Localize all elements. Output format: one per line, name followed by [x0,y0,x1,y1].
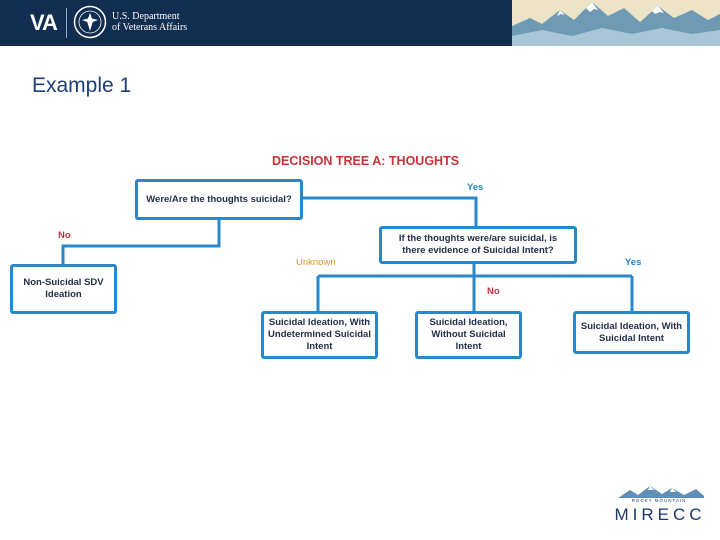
branch-label-yes-right: Yes [625,257,642,268]
node-label: Non-Suicidal SDV Ideation [23,277,104,300]
node-with-intent: Suicidal Ideation, With Suicidal Intent [573,311,690,354]
department-name-line2: of Veterans Affairs [112,22,188,33]
connector-root-no [61,219,221,266]
mirecc-logo-subtitle: ROCKY MOUNTAIN [631,498,687,503]
node-non-suicidal-ideation: Non-Suicidal SDV Ideation [10,264,117,314]
node-undetermined-intent: Suicidal Ideation, With Undetermined Sui… [261,311,378,359]
branch-label-no-left: No [58,230,71,241]
header-bar: VA U.S. Department of Veterans Affairs [0,0,720,46]
department-name-line1: U.S. Department [112,11,180,22]
branch-label-yes-top: Yes [467,182,484,193]
branch-label-unknown: Unknown [296,257,336,268]
node-label: Were/Are the thoughts suicidal? [146,193,292,205]
node-label: If the thoughts were/are suicidal, is th… [398,233,558,256]
slide-title: Example 1 [32,74,132,97]
node-suicidal-intent-question: If the thoughts were/are suicidal, is th… [379,226,577,264]
decision-tree-title: DECISION TREE A: THOUGHTS [272,154,460,168]
node-thoughts-suicidal-question: Were/Are the thoughts suicidal? [135,179,303,220]
va-seal-icon [73,5,107,39]
connector-root-yes [300,196,478,228]
mirecc-mountains-icon [618,486,704,498]
va-logo: VA [30,10,58,35]
node-label: Suicidal Ideation, With Suicidal Intent [580,320,683,344]
mirecc-logo-text: MIRECC [614,505,706,524]
department-name: U.S. Department of Veterans Affairs [112,11,187,33]
node-without-intent: Suicidal Ideation, Without Suicidal Inte… [415,311,522,359]
mountains-banner-image [512,0,720,46]
node-label: Suicidal Ideation, With Undetermined Sui… [268,317,371,352]
node-label: Suicidal Ideation, Without Suicidal Inte… [429,317,508,352]
branch-label-no-middle: No [487,286,500,297]
header-divider [66,8,67,38]
